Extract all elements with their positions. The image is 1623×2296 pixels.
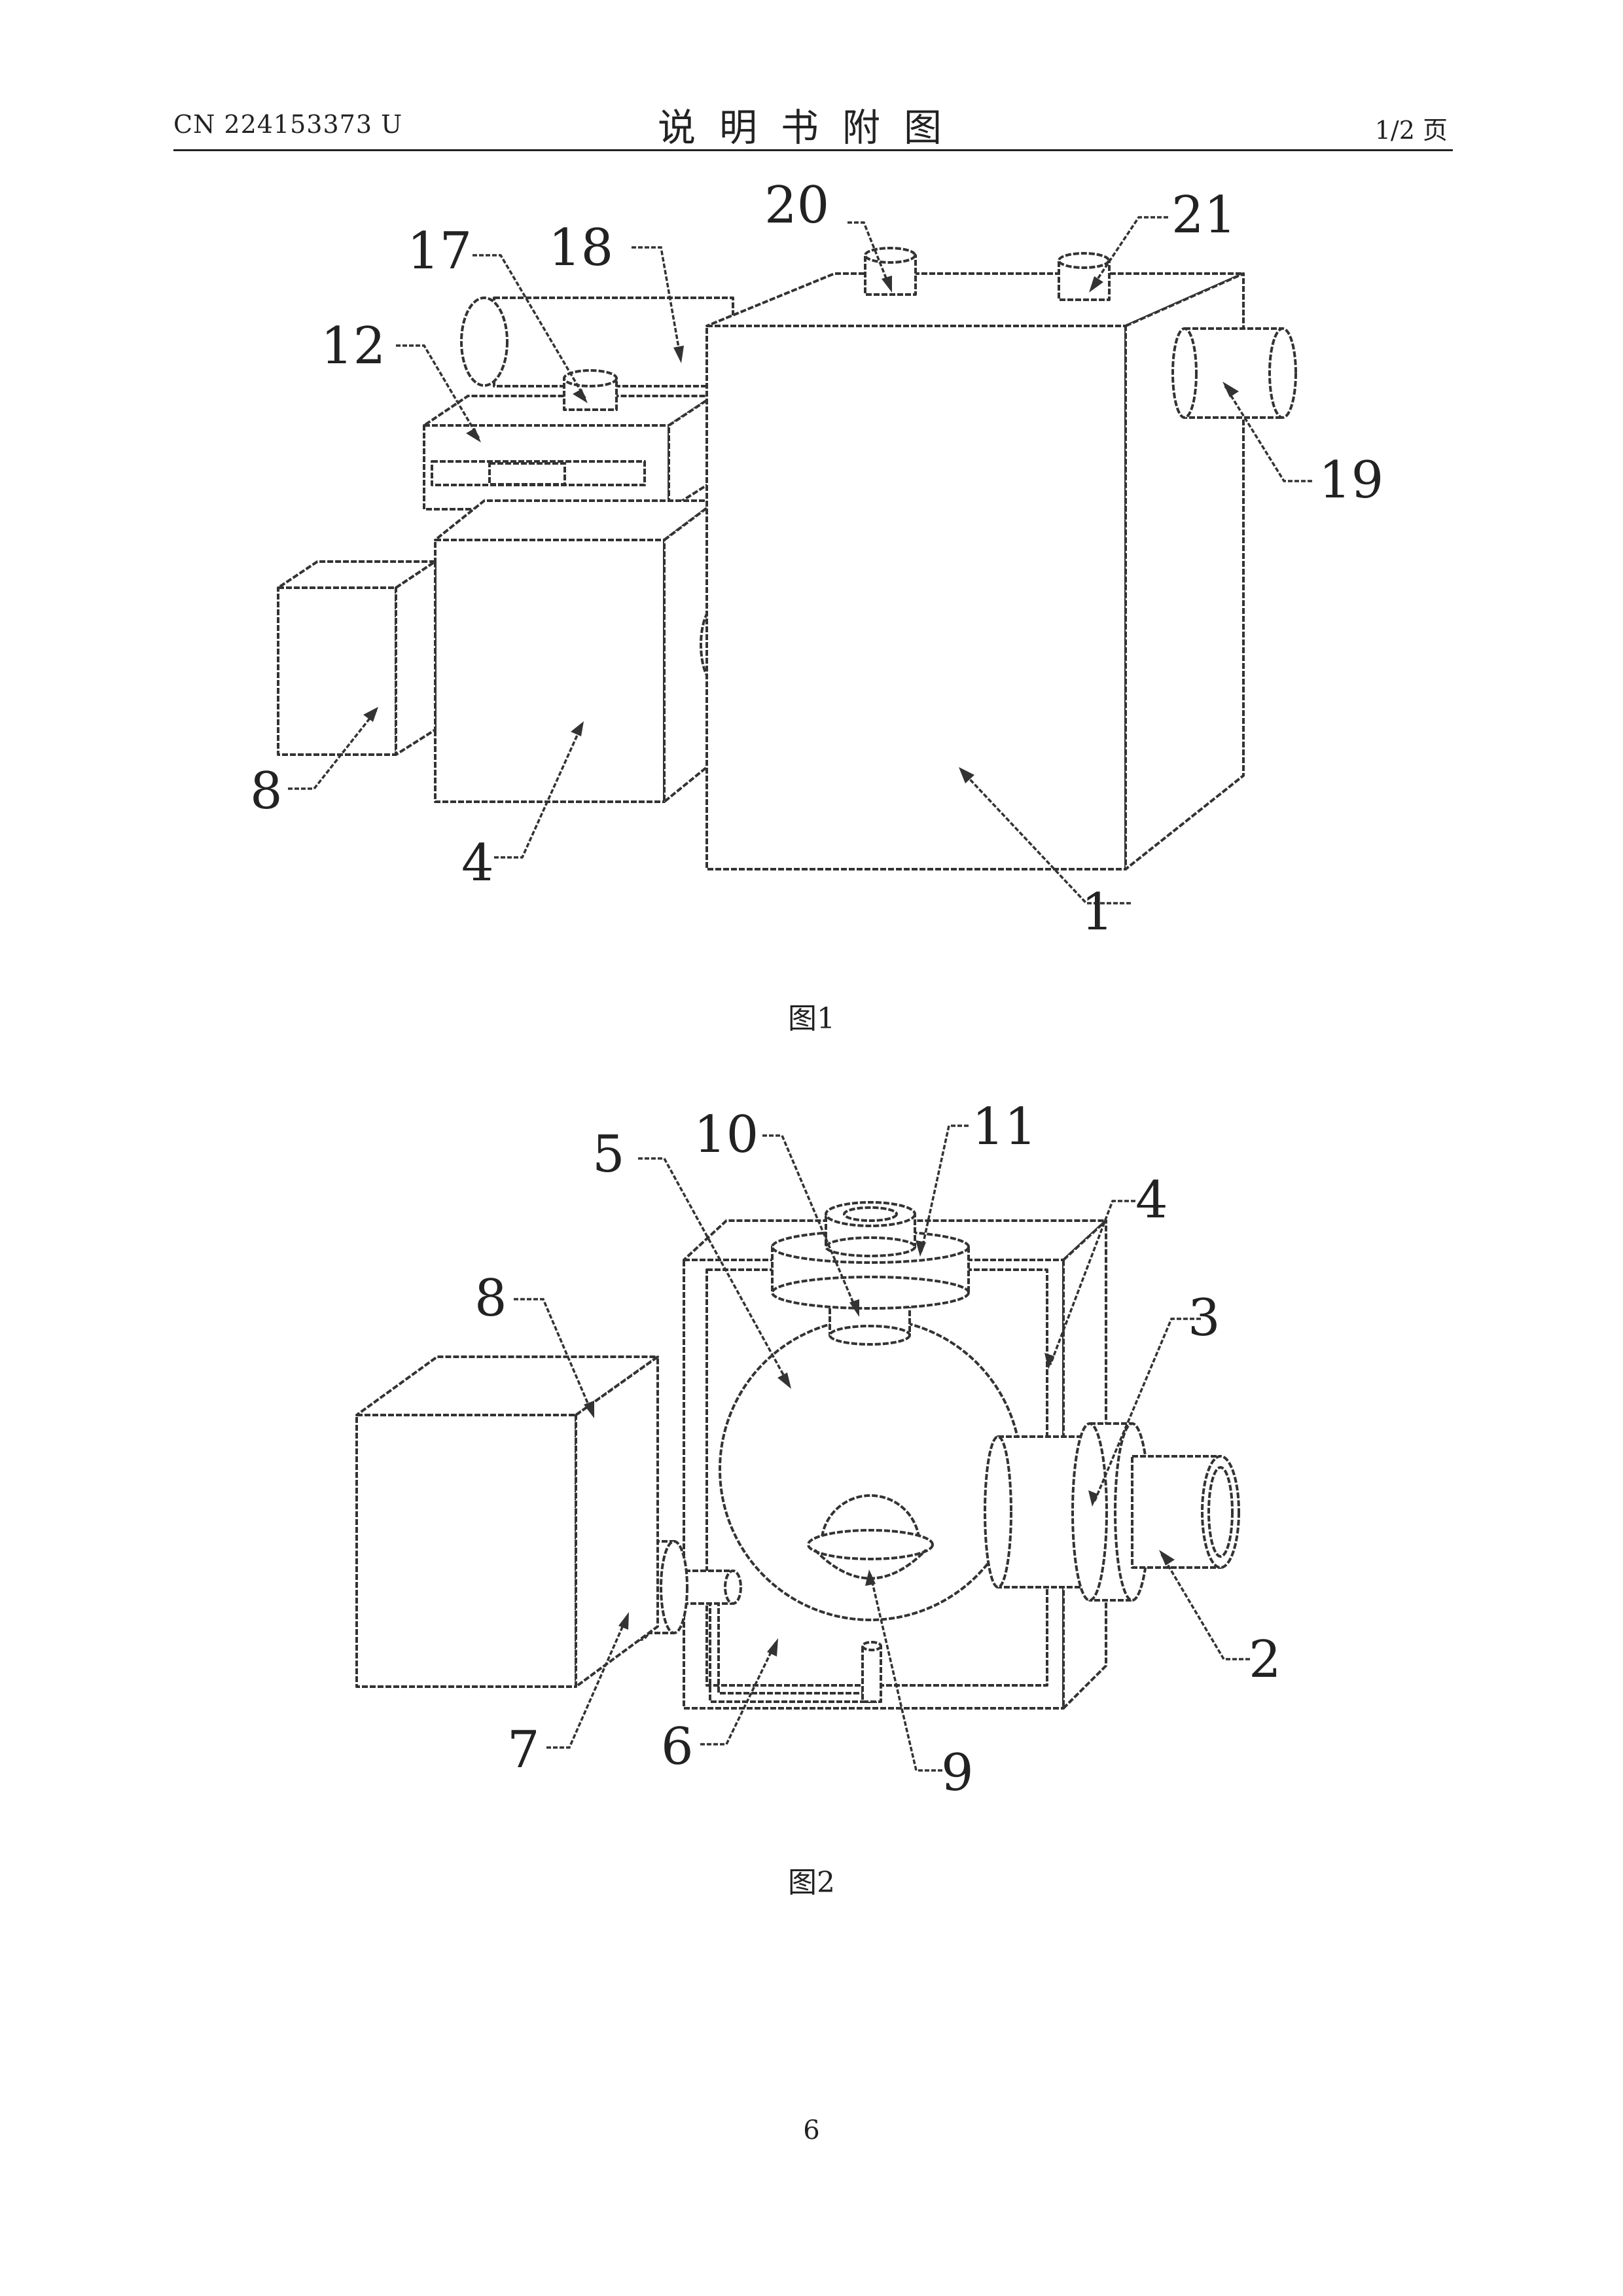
- label-10: 10: [694, 1105, 758, 1164]
- label-8: 8: [250, 762, 283, 821]
- label-4: 4: [461, 834, 494, 893]
- label-17: 17: [407, 222, 472, 281]
- label-5: 5: [592, 1125, 625, 1184]
- label-20: 20: [764, 176, 829, 235]
- label-12: 12: [321, 317, 385, 376]
- side-pipe-2: [985, 1424, 1239, 1600]
- label-3: 3: [1188, 1289, 1221, 1348]
- label-8: 8: [474, 1269, 507, 1328]
- label-1: 1: [1081, 883, 1114, 942]
- motor-box-8: [278, 562, 435, 755]
- box-4: [435, 501, 732, 802]
- label-6: 6: [661, 1717, 694, 1776]
- label-18: 18: [548, 219, 613, 278]
- port-21: [1059, 253, 1109, 300]
- outlet-19: [1173, 329, 1296, 418]
- label-11: 11: [972, 1098, 1037, 1157]
- page-number: 6: [0, 2115, 1623, 2145]
- main-tank-1: [707, 274, 1243, 869]
- motor-box-8: [357, 1357, 658, 1687]
- figure-2-drawing: 5 10 11 4 3 2 8 7 6 9: [0, 1047, 1623, 1865]
- label-4: 4: [1135, 1171, 1168, 1230]
- label-7: 7: [507, 1721, 540, 1780]
- nozzle-17: [564, 370, 616, 410]
- figure-2-caption: 图2: [0, 1859, 1623, 1901]
- label-19: 19: [1319, 451, 1383, 510]
- figure-1-drawing: 8 4 1 12 17 18 19 20 21: [0, 0, 1623, 982]
- label-2: 2: [1249, 1630, 1281, 1689]
- label-9: 9: [941, 1744, 974, 1803]
- label-21: 21: [1171, 186, 1236, 245]
- figure-1-caption: 图1: [0, 995, 1623, 1037]
